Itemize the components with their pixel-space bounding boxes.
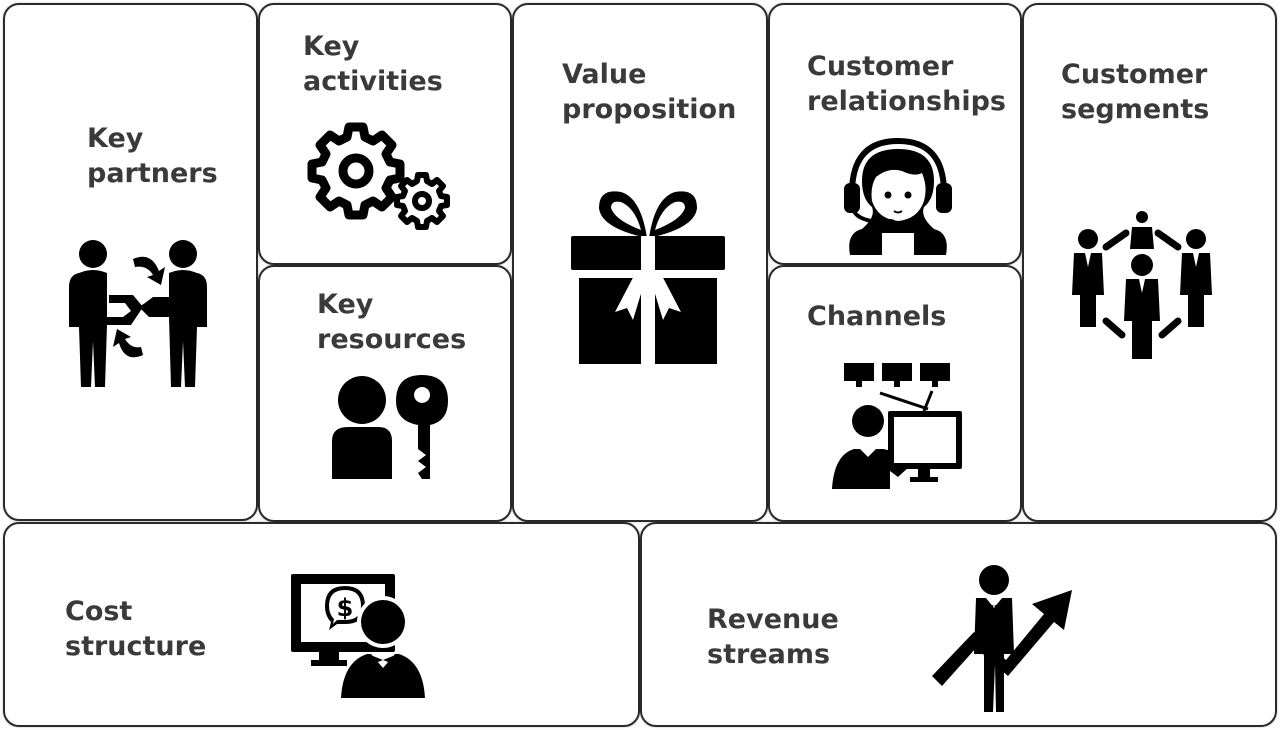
- revenue-streams-block: Revenue streams: [640, 522, 1277, 727]
- key-resources-block: Key resources: [258, 265, 512, 522]
- key-partners-label: Key partners: [87, 121, 218, 191]
- people-network-icon: [1072, 211, 1212, 359]
- revenue-streams-label-line2: streams: [707, 639, 831, 670]
- key-partners-label-line2: partners: [87, 158, 218, 189]
- gift-box-icon: [571, 191, 725, 366]
- customer-relationships-label: Customer relationships: [807, 49, 1006, 119]
- customer-segments-label: Customer segments: [1061, 57, 1209, 127]
- value-proposition-label-line2: proposition: [562, 94, 737, 125]
- svg-text:$: $: [337, 594, 354, 622]
- key-partners-block: Key partners: [3, 3, 258, 521]
- cost-structure-label-line2: structure: [65, 631, 207, 662]
- channels-block: Channels: [768, 265, 1022, 522]
- customer-relationships-block: Customer relationships: [768, 3, 1022, 265]
- key-activities-label-line2: activities: [303, 66, 443, 97]
- key-activities-label: Key activities: [303, 29, 443, 99]
- key-resources-label: Key resources: [317, 287, 466, 357]
- value-proposition-label: Value proposition: [562, 57, 736, 127]
- cost-structure-label-line1: Cost: [65, 596, 133, 627]
- customer-relationships-label-line1: Customer: [807, 51, 954, 82]
- channels-label: Channels: [807, 299, 946, 334]
- customer-segments-label-line2: segments: [1061, 94, 1210, 125]
- gears-icon: [307, 122, 450, 230]
- monitor-dollar-person-icon: $: [291, 574, 425, 698]
- key-partners-label-line1: Key: [87, 123, 144, 154]
- value-proposition-block: Value proposition: [512, 3, 768, 522]
- cost-structure-block: Cost structure $: [3, 522, 640, 727]
- presenter-screens-icon: [832, 363, 962, 489]
- key-resources-label-line1: Key: [317, 289, 374, 320]
- revenue-streams-label-line1: Revenue: [707, 604, 839, 635]
- growth-arrow-person-icon: [932, 565, 1072, 712]
- key-resources-label-line2: resources: [317, 324, 467, 355]
- key-activities-block: Key activities: [258, 3, 512, 265]
- headset-operator-icon: [844, 137, 952, 255]
- value-proposition-label-line1: Value: [562, 59, 647, 90]
- handshake-exchange-icon: [69, 240, 207, 387]
- customer-relationships-label-line2: relationships: [807, 86, 1006, 117]
- cost-structure-label: Cost structure: [65, 594, 206, 664]
- customer-segments-label-line1: Customer: [1061, 59, 1208, 90]
- key-activities-label-line1: Key: [303, 31, 360, 62]
- channels-label-line1: Channels: [807, 301, 947, 332]
- person-key-icon: [332, 375, 448, 479]
- revenue-streams-label: Revenue streams: [707, 602, 839, 672]
- customer-segments-block: Customer segments: [1022, 3, 1277, 522]
